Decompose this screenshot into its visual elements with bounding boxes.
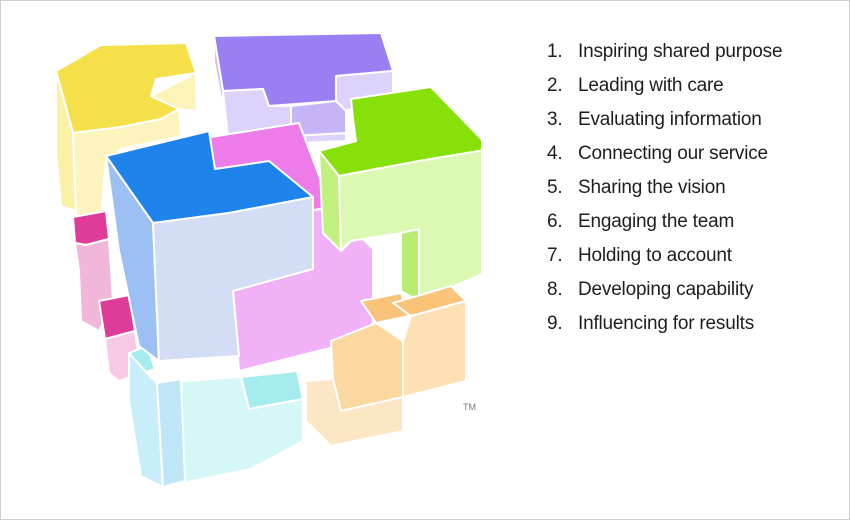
list-item-label: Engaging the team [578, 211, 735, 232]
list-item-label: Leading with care [578, 75, 724, 96]
list-item-label: Evaluating information [578, 109, 762, 130]
list-item-label: Connecting our service [578, 143, 768, 164]
list-item-label: Developing capability [578, 279, 754, 300]
list-item: 1. Inspiring shared purpose [547, 41, 783, 75]
list-item: 7. Holding to account [547, 245, 782, 279]
list-item: 9. Influencing for results [547, 313, 782, 347]
list-item-number: 6. [547, 211, 563, 232]
list-item: 6. Engaging the team [547, 211, 782, 245]
list-item-number: 7. [547, 245, 563, 266]
list-item-number: 4. [547, 143, 563, 164]
trademark-mark: TM [463, 402, 476, 412]
list-item-number: 9. [547, 313, 563, 334]
list-item-number: 5. [547, 177, 563, 198]
list-item-label: Holding to account [578, 245, 732, 266]
purple-cube-piece [213, 32, 394, 147]
list-item: 5. Sharing the vision [547, 177, 782, 211]
behaviours-list: 1. Inspiring shared purpose 2. Leading wit… [547, 41, 783, 347]
list-item-label: Sharing the vision [578, 177, 726, 198]
green-cube-piece [318, 86, 481, 302]
list-item: 4. Connecting our service [547, 143, 782, 177]
list-item: 3. Evaluating information [547, 109, 782, 143]
list-item-number: 2. [547, 75, 563, 96]
cyan-cube-piece [128, 345, 304, 488]
behaviours-cube-illustration [55, 32, 481, 488]
list-item-number: 8. [547, 279, 563, 300]
blue-cube-piece [105, 130, 314, 362]
list-item-number: 3. [547, 109, 563, 130]
list-item-label: Inspiring shared purpose [578, 41, 783, 62]
list-item: 2. Leading with care [547, 75, 782, 109]
list-item-number: 1. [547, 41, 563, 62]
orange-cube-piece [305, 285, 467, 447]
list-item: 8. Developing capability [547, 279, 782, 313]
list-item-label: Influencing for results [578, 313, 754, 334]
pink-cube-piece [72, 210, 142, 382]
yellow-cube-piece [55, 42, 198, 227]
